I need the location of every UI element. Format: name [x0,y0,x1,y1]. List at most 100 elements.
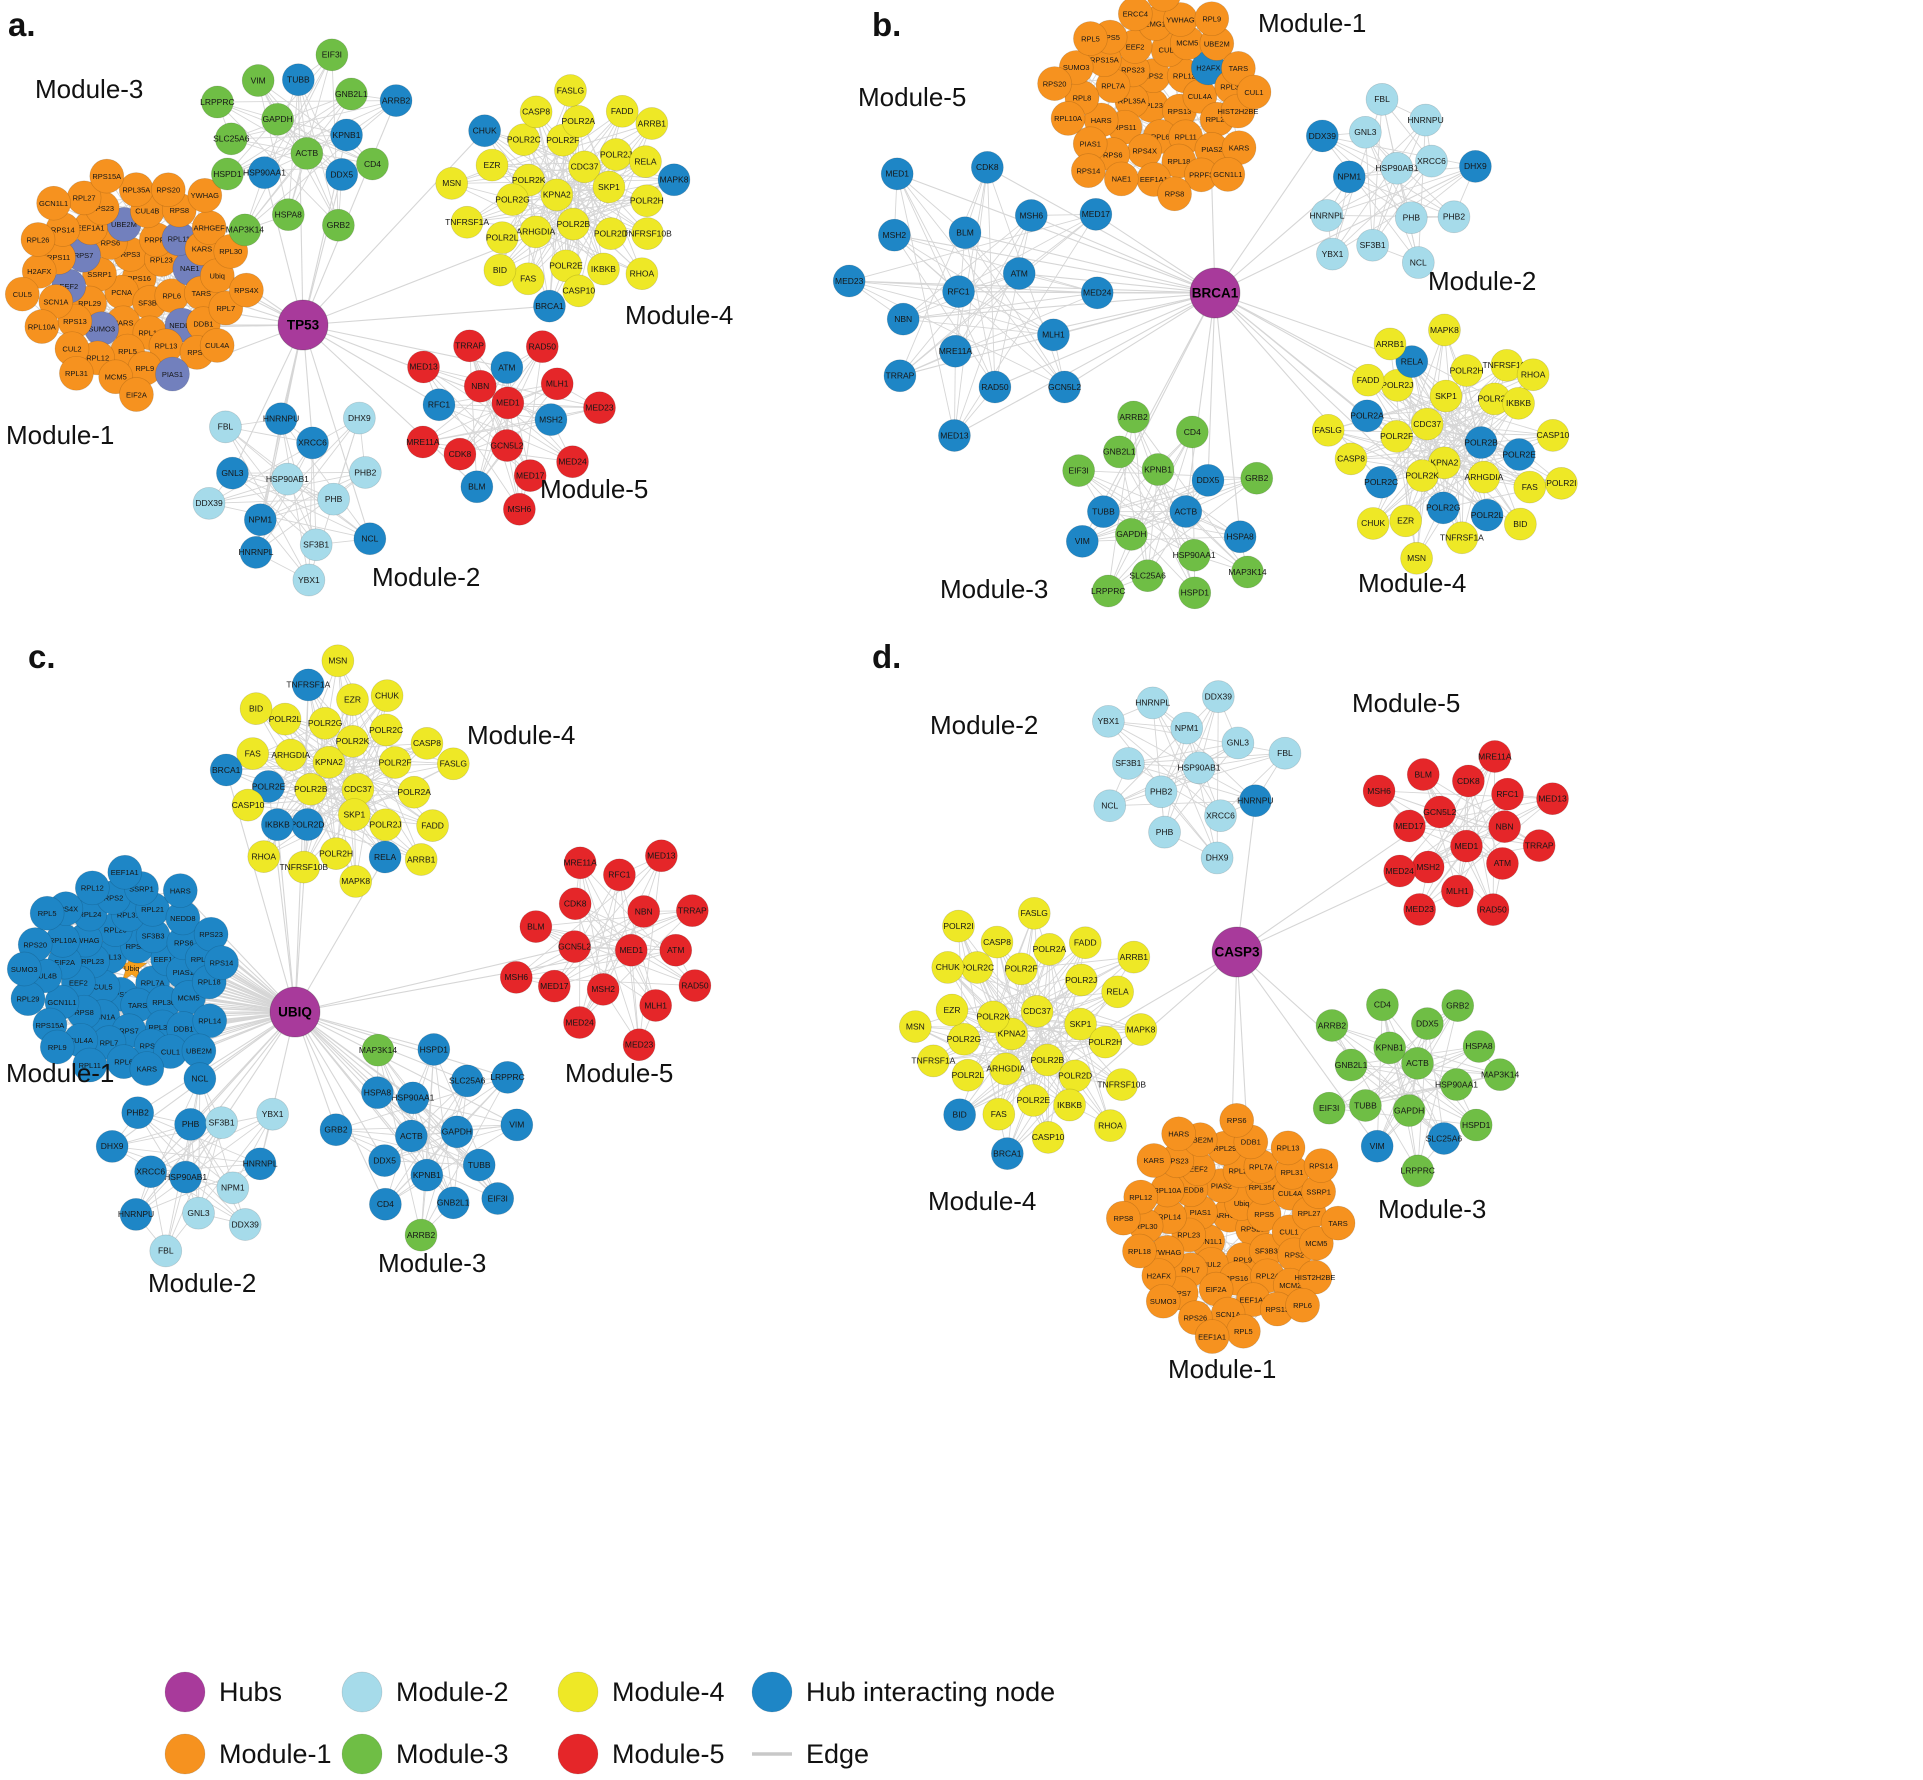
node-TARS[interactable] [1321,1206,1355,1240]
node-NCL[interactable] [354,523,386,555]
node-ATM[interactable] [491,352,523,384]
node-CDK8[interactable] [559,888,591,920]
node-POLR2L[interactable] [269,703,301,735]
node-MED17[interactable] [1393,810,1425,842]
node-GRB2[interactable] [1442,990,1474,1022]
node-TRRAP[interactable] [884,360,916,392]
node-TNFRSF1A[interactable] [292,669,324,701]
node-RPS8[interactable] [1106,1201,1140,1235]
node-RAD50[interactable] [679,970,711,1002]
node-GCN5L2[interactable] [559,931,591,963]
node-GAPDH[interactable] [441,1116,473,1148]
node-CD4[interactable] [356,148,388,180]
node-GCN5L2[interactable] [1049,371,1081,403]
node-MLH1[interactable] [640,989,672,1021]
node-HSP90AB1[interactable] [1183,752,1215,784]
node-RPL5[interactable] [1226,1314,1260,1348]
node-ATM[interactable] [1003,257,1035,289]
node-CUL4A[interactable] [200,328,234,362]
node-MSH2[interactable] [1412,851,1444,883]
node-TNFRSF10B[interactable] [1106,1069,1138,1101]
node-POLR2B[interactable] [1465,427,1497,459]
node-POLR2A[interactable] [562,105,594,137]
node-TNFRSF10B[interactable] [288,851,320,883]
node-POLR2D[interactable] [291,809,323,841]
node-MED23[interactable] [1404,893,1436,925]
node-TUBB[interactable] [1087,496,1119,528]
node-HSP90AA1[interactable] [1440,1069,1472,1101]
node-GNB2L1[interactable] [1335,1049,1367,1081]
node-MED24[interactable] [1384,855,1416,887]
node-FBL[interactable] [209,411,241,443]
node-YBX1[interactable] [293,564,325,596]
node-HSPA8[interactable] [1224,521,1256,553]
node-ARRB1[interactable] [1374,328,1406,360]
node-PHB[interactable] [1395,202,1427,234]
node-MAPK8[interactable] [658,164,690,196]
node-TUBB[interactable] [1349,1089,1381,1121]
node-RPS8[interactable] [1158,177,1192,211]
node-POLR2A[interactable] [398,776,430,808]
node-DDX5[interactable] [1411,1008,1443,1040]
node-RPS20[interactable] [151,173,185,207]
node-MAP3K14[interactable] [362,1034,394,1066]
node-CDC37[interactable] [1411,408,1443,440]
node-EIF3I[interactable] [1313,1092,1345,1124]
node-DDX39[interactable] [193,487,225,519]
node-POLR2L[interactable] [486,222,518,254]
node-ARHGDIA[interactable] [1468,461,1500,493]
node-YBX1[interactable] [1316,238,1348,270]
node-RPS14[interactable] [1304,1149,1338,1183]
node-LRPPRC[interactable] [492,1061,524,1093]
node-BRCA1[interactable] [210,754,242,786]
node-XRCC6[interactable] [1415,145,1447,177]
node-CDC37[interactable] [1021,995,1053,1027]
node-RELA[interactable] [629,146,661,178]
node-SKP1[interactable] [593,171,625,203]
node-MED23[interactable] [833,265,865,297]
node-SLC25A6[interactable] [1132,560,1164,592]
node-PHB[interactable] [318,483,350,515]
node-DHX9[interactable] [96,1130,128,1162]
node-POLR2L[interactable] [1471,499,1503,531]
node-IKBKB[interactable] [1503,387,1535,419]
node-CHUK[interactable] [932,951,964,983]
node-KPNA2[interactable] [541,179,573,211]
node-PHB2[interactable] [1438,201,1470,233]
node-RPS20[interactable] [1038,67,1072,101]
node-RAD50[interactable] [1477,894,1509,926]
node-HSP90AB1[interactable] [271,463,303,495]
node-MAPK8[interactable] [1125,1014,1157,1046]
node-FASLG[interactable] [437,748,469,780]
node-SUMO3[interactable] [7,952,41,986]
node-GCN1L1[interactable] [1211,157,1245,191]
node-MSH2[interactable] [587,973,619,1005]
node-BLM[interactable] [461,471,493,503]
node-HSPA8[interactable] [361,1077,393,1109]
node-FADD[interactable] [1069,927,1101,959]
node-POLR2G[interactable] [948,1023,980,1055]
node-CASP8[interactable] [520,96,552,128]
node-HSP90AA1[interactable] [248,157,280,189]
node-MSH2[interactable] [535,404,567,436]
node-FAS[interactable] [512,263,544,295]
node-PHB2[interactable] [349,456,381,488]
node-MSH2[interactable] [878,219,910,251]
node-PHB[interactable] [1149,816,1181,848]
node-CDK8[interactable] [1452,765,1484,797]
node-RPL9[interactable] [1195,2,1229,36]
node-MAPK8[interactable] [1428,314,1460,346]
node-RPL5[interactable] [1073,22,1107,56]
node-MED23[interactable] [623,1029,655,1061]
node-CHUK[interactable] [469,115,501,147]
node-EIF2A[interactable] [119,378,153,412]
node-IKBKB[interactable] [587,253,619,285]
node-MED13[interactable] [408,351,440,383]
node-MRE11A[interactable] [939,335,971,367]
node-RFC1[interactable] [603,859,635,891]
node-ARRB2[interactable] [405,1219,437,1251]
node-HSPA8[interactable] [1463,1030,1495,1062]
node-XRCC6[interactable] [297,427,329,459]
node-POLR2H[interactable] [320,838,352,870]
node-POLR2J[interactable] [1065,964,1097,996]
